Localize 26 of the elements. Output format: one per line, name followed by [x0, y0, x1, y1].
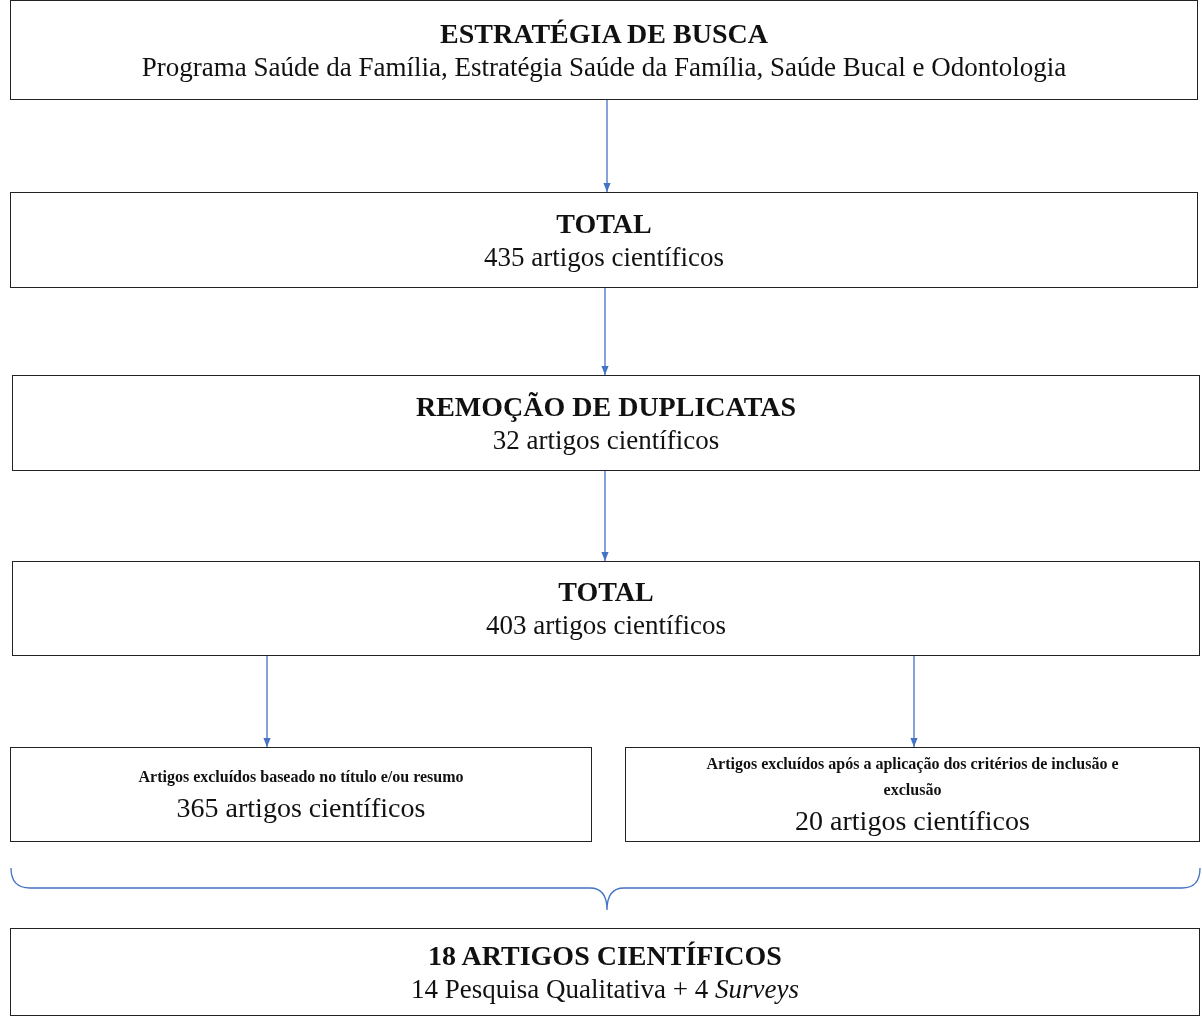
process-box [10, 747, 592, 842]
box-text: 14 Pesquisa Qualitativa + 4 Surveys [411, 972, 799, 1006]
process-box [10, 192, 1198, 288]
arrow [263, 655, 271, 748]
box-heading: TOTAL [556, 206, 652, 241]
box-text: 435 artigos científicos [484, 240, 724, 274]
arrow [603, 99, 611, 193]
process-box [10, 0, 1198, 100]
box-text: 403 artigos científicos [486, 609, 726, 643]
box-heading: 18 ARTIGOS CIENTÍFICOS [428, 938, 782, 973]
box-heading: Artigos excluídos baseado no título e/ou resumo [138, 767, 464, 788]
box-text: 32 artigos científicos [492, 423, 720, 457]
box-heading: ESTRATÉGIA DE BUSCA [440, 16, 768, 51]
box-heading: REMOÇÃO DE DUPLICATAS [415, 389, 797, 424]
box-text: Programa Saúde da Família, Estratégia Saúde da Família, Saúde Bucal e Odontologia [141, 50, 1067, 84]
arrow [910, 655, 918, 748]
process-box [12, 561, 1200, 656]
process-box [12, 375, 1200, 471]
arrow [601, 470, 609, 562]
box-heading: TOTAL [558, 575, 654, 610]
box-text: 20 artigos científicos [795, 803, 1030, 838]
arrow [601, 287, 609, 376]
process-box [625, 747, 1200, 842]
process-box [10, 928, 1200, 1016]
box-text: 365 artigos científicos [176, 790, 426, 825]
box-heading: Artigos excluídos após a aplicação dos critérios de inclusão e exclusão [705, 754, 1120, 800]
